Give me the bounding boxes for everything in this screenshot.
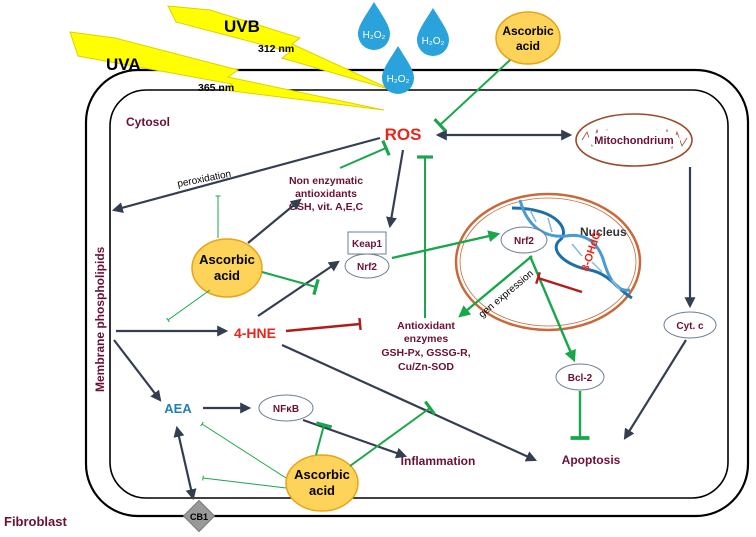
nucleus-label: Nucleus [580,225,627,239]
non-enzymatic-line3: GSH, vit. A,E,C [289,201,364,213]
inhibit-ascorbic-keap1 [261,271,320,296]
cytc-label: Cyt. c [676,321,704,332]
antioxidant-enzymes-line3: GSH-Px, GSSG-R, [381,347,470,359]
nrf2-cytosol-node [344,253,390,279]
inhibit-ascorbic-nfkb [315,421,333,456]
inhibit-ascorbic-top-ros [433,59,511,132]
ascorbic-acid-bottom-line2: acid [309,483,335,498]
cytc-node [663,311,717,339]
ascorbic-acid-middle-line1: Ascorbic [199,252,255,267]
membrane-phospholipids-label: Membrane phospholipids [93,246,107,392]
h2o2-drop-2: H₂O₂ [417,8,449,56]
red-inhibitions [285,271,583,333]
inhibit-ascorbic-membrane [166,289,211,323]
arrow-membrane-aea [113,339,162,402]
nucleus-inner [459,197,637,327]
uvb-label: UVB [224,17,260,36]
inhibit-ascorbic-apoptosis [349,400,436,467]
arrow-ascorbic-nonenz [247,198,302,244]
h2o2-drop-1: H₂O₂ [358,2,390,50]
dna-helix-icon [511,199,633,300]
fibroblast-label: Fibroblast [4,514,68,529]
ros-label: ROS [385,125,422,144]
cell-outer-membrane [84,68,750,518]
green-arrows [166,59,590,489]
inhibit-ascorbic-aea [200,421,287,479]
arrow-hne-nrf2 [257,260,340,317]
bcl2-label: Bcl-2 [568,373,593,384]
inflammation-label: Inflammation [401,454,476,468]
h2o2-drop-3: H₂O₂ [382,46,414,94]
ascorbic-acid-top [495,11,561,65]
inhibit-ascorbic-cb1 [202,475,287,489]
aea-label: AEA [164,401,192,416]
arrow-aea-cb1 [173,425,197,501]
arrow-ros-membrane [111,136,381,214]
ascorbic-acid-bottom-line1: Ascorbic [294,467,350,482]
inhibit-hne-antiox [285,317,362,333]
keap1-label: Keap1 [352,239,382,250]
ascorbic-acid-middle-line2: acid [214,268,240,283]
cb1-receptor [182,499,216,533]
arrow-hne-apoptosis [281,343,538,462]
antioxidant-enzymes-line2: enzymes [404,333,449,345]
arrow-nrf2-antioxidant-enzymes [458,255,533,318]
antioxidant-enzymes-line4: Cu/Zn-SOD [398,361,454,373]
mitochondrion-label: Mitochondrium [594,135,674,147]
arrow-cytc-apoptosis [623,339,687,440]
h2o2-label-2: H₂O₂ [422,36,445,47]
nucleus [454,192,642,332]
ascorbic-acid-middle [191,238,263,298]
mitochondrion [575,113,693,167]
bcl2-node [555,363,605,391]
arrow-nrf2-bcl2 [528,255,576,363]
ascorbic-acid-bottom [285,454,359,512]
cytosol-label: Cytosol [126,115,170,129]
arrow-nrf2-translocation [391,230,501,260]
non-enzymatic-line1: Non enzymatic [289,175,363,187]
ascorbic-acid-top-line1: Ascorbic [502,24,554,38]
uva-label: UVA [106,55,141,74]
cell-inner-membrane [109,89,729,499]
uva-wavelength: 365 nm [198,82,234,94]
antioxidant-enzymes-line1: Antioxidant [397,320,455,332]
h2o2-label-3: H₂O₂ [387,74,410,85]
nrf2-nucleus-node [500,226,548,254]
uva-bolt [69,31,385,111]
hne-label: 4-HNE [234,325,276,341]
h2o2-label-1: H₂O₂ [363,30,386,41]
non-enzymatic-line2: antioxidants [295,188,357,200]
nfkb-node [258,394,314,422]
dark-arrows [111,129,696,501]
uvb-wavelength: 312 nm [258,43,294,55]
nfkb-label: NFκB [273,404,299,415]
inhibit-nonenz-ros [339,140,391,169]
apoptosis-label: Apoptosis [562,453,621,467]
arrow-ros-keap1 [386,149,405,229]
nrf2-cytosol-label: Nrf2 [357,262,377,273]
cb1-label: CB1 [190,512,208,522]
ascorbic-acid-top-line2: acid [516,39,540,53]
inhibit-ohdg-nrf2 [535,271,583,294]
nrf2-nucleus-label: Nrf2 [514,236,534,247]
